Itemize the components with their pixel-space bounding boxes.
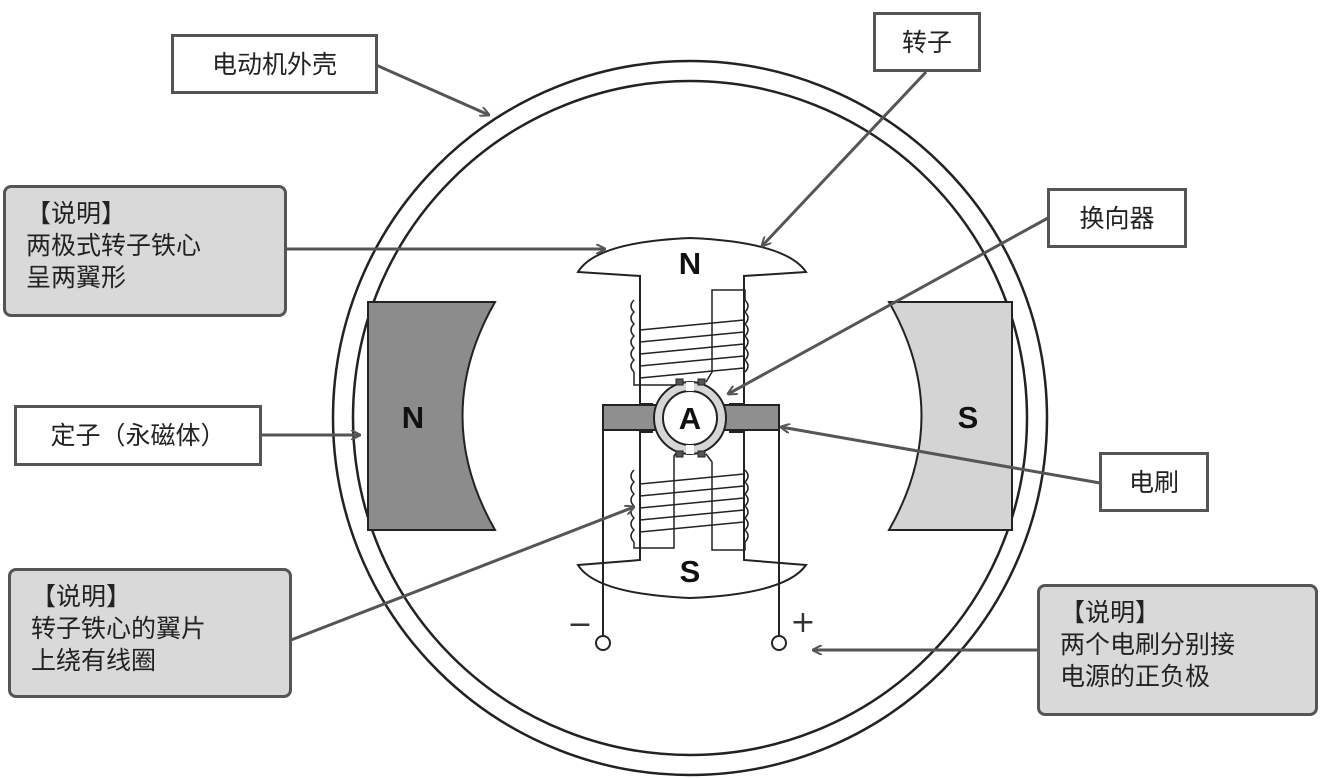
label-stator: 定子（永磁体） (14, 405, 262, 466)
terminal-leads (602, 430, 780, 636)
note-line: 上绕有线圈 (31, 646, 157, 675)
note-coil-winding: 【说明】 转子铁心的翼片 上绕有线圈 (8, 568, 292, 698)
note-rotor-core-shape: 【说明】 两极式转子铁心 呈两翼形 (3, 185, 287, 317)
positive-terminal (771, 635, 787, 651)
commutator-label: A (679, 401, 701, 436)
stator-magnet-north (367, 301, 497, 531)
stator-north-label: N (402, 400, 424, 435)
label-commutator: 换向器 (1047, 188, 1187, 248)
upper-coil (630, 289, 749, 392)
note-line: 呈两翼形 (26, 263, 127, 292)
motor-housing (331, 59, 1049, 777)
note-line: 两极式转子铁心 (26, 231, 202, 260)
note-title: 【说明】 (31, 582, 132, 611)
positive-sign: + (790, 605, 815, 640)
negative-terminal (595, 635, 611, 651)
stator-south-label: S (958, 400, 979, 435)
note-brush-polarity: 【说明】 两个电刷分别接 电源的正负极 (1037, 584, 1318, 716)
leader-arrows (261, 63, 1101, 650)
label-brush: 电刷 (1099, 452, 1209, 512)
note-line: 电源的正负极 (1060, 662, 1211, 691)
negative-sign: − (567, 607, 592, 642)
label-motor-housing: 电动机外壳 (171, 34, 378, 94)
brushes (602, 404, 780, 431)
lower-coil (630, 447, 749, 551)
label-rotor: 转子 (873, 12, 981, 72)
rotor-north-label: N (679, 246, 701, 281)
commutator (653, 378, 727, 458)
note-title: 【说明】 (26, 199, 127, 228)
note-line: 两个电刷分别接 (1060, 630, 1236, 659)
rotor-south-label: S (680, 554, 701, 589)
note-title: 【说明】 (1060, 598, 1161, 627)
stator-magnet-south (887, 301, 1013, 531)
note-line: 转子铁心的翼片 (31, 614, 207, 643)
